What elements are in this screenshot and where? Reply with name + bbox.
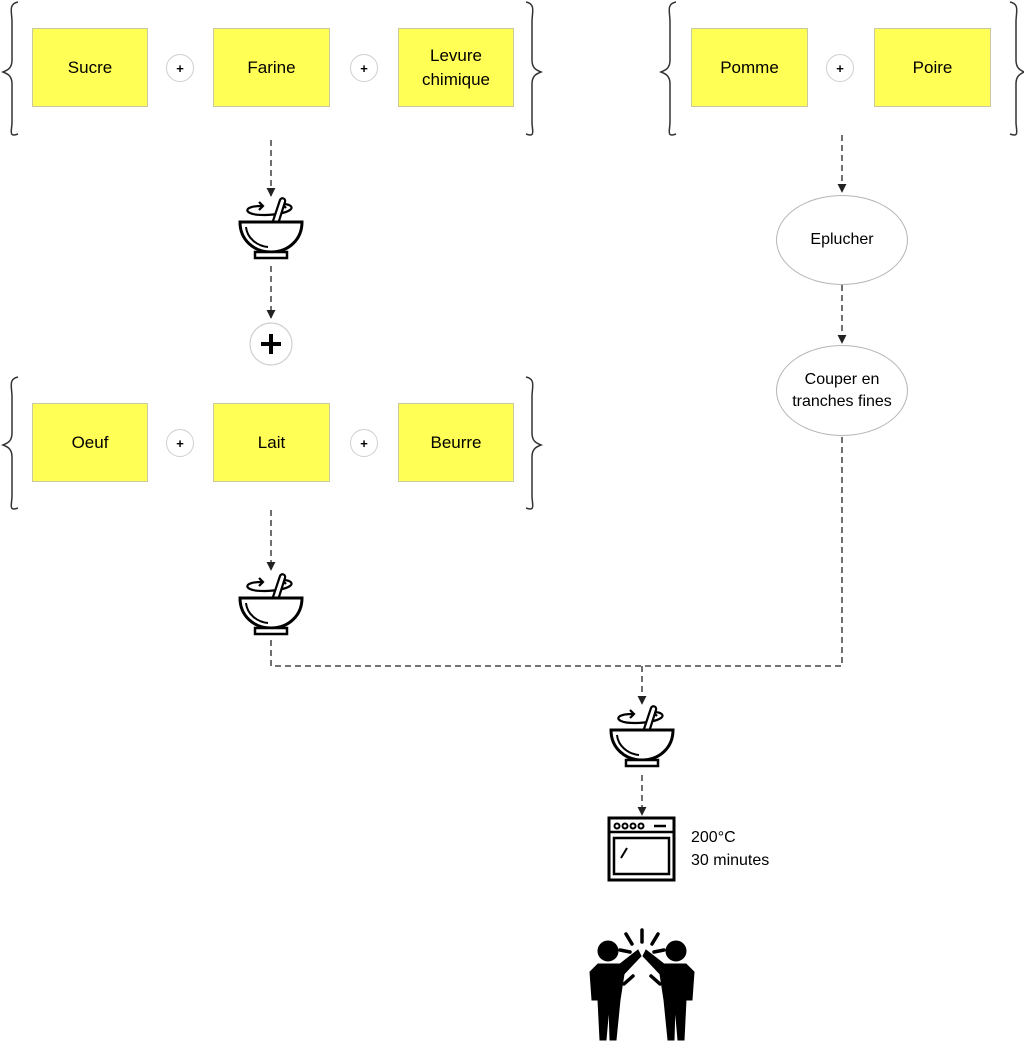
step-eplucher: Eplucher [776, 195, 908, 285]
plus-icon: + [826, 54, 854, 82]
group1-brackets [0, 1, 544, 136]
oven-icon [607, 816, 676, 882]
ingredient-farine: Farine [213, 28, 330, 107]
oven-temperature: 200°C [691, 829, 736, 846]
plus-icon: + [166, 54, 194, 82]
ingredient-sucre: Sucre [32, 28, 148, 107]
mixing-bowl-icon [238, 196, 304, 260]
oven-settings: 200°C 30 minutes [691, 826, 769, 872]
group3-brackets [0, 376, 544, 510]
ingredient-poire: Poire [874, 28, 991, 107]
mixing-bowl-icon [238, 572, 304, 636]
group2-brackets [658, 1, 1024, 136]
ingredient-lait: Lait [213, 403, 330, 482]
plus-icon: + [350, 429, 378, 457]
plus-icon: + [350, 54, 378, 82]
plus-circle-icon [249, 322, 293, 366]
ingredient-levure-chimique: Levure chimique [398, 28, 514, 107]
high-five-icon [589, 928, 695, 1041]
ingredient-oeuf: Oeuf [32, 403, 148, 482]
connectors [266, 135, 847, 816]
plus-icon: + [166, 429, 194, 457]
mixing-bowl-icon [609, 704, 675, 768]
oven-duration: 30 minutes [691, 852, 770, 869]
ingredient-beurre: Beurre [398, 403, 514, 482]
ingredient-pomme: Pomme [691, 28, 808, 107]
step-couper: Couper en tranches fines [776, 345, 908, 436]
